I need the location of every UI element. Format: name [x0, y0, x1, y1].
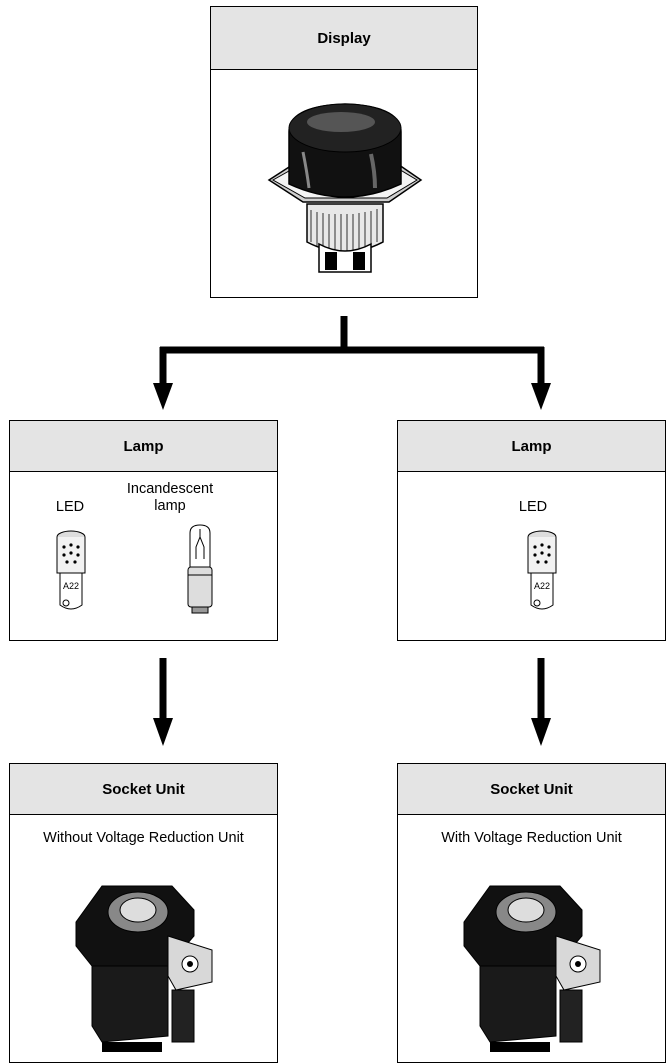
socket-box-left: Socket Unit Without Voltage Reduction Un…	[9, 763, 278, 1063]
arrowhead-right-top	[531, 383, 551, 410]
socket-unit-illustration-left	[75, 885, 213, 1052]
lamp-box-left: Lamp LED Incandescent lamp A22	[9, 420, 278, 641]
socket-left-caption: Without Voltage Reduction Unit	[43, 830, 244, 846]
socket-unit-illustration-right	[463, 885, 601, 1052]
incandescent-label-line1: Incandescent	[126, 481, 214, 497]
led-marking-right: A22	[534, 581, 550, 591]
incandescent-label-line2: lamp	[154, 498, 186, 514]
led-label-left: LED	[55, 499, 85, 515]
lamp-box-right: Lamp LED A22	[397, 420, 666, 641]
incandescent-lamp-illustration	[187, 524, 213, 614]
arrowhead-left-bottom	[153, 718, 173, 746]
led-lamp-illustration-right: A22	[527, 530, 557, 610]
led-marking-left: A22	[63, 581, 79, 591]
socket-right-title: Socket Unit	[398, 764, 665, 815]
lamp-left-title: Lamp	[10, 421, 277, 472]
display-box: Display	[210, 6, 478, 298]
display-title: Display	[211, 7, 477, 70]
socket-right-caption: With Voltage Reduction Unit	[441, 830, 622, 846]
socket-left-title: Socket Unit	[10, 764, 277, 815]
arrowhead-right-bottom	[531, 718, 551, 746]
arrowhead-left-top	[153, 383, 173, 410]
lamp-right-title: Lamp	[398, 421, 665, 472]
incandescent-label: Incandescent lamp	[110, 481, 230, 515]
pushbutton-illustration	[267, 103, 423, 273]
socket-box-right: Socket Unit With Voltage Reduction Unit	[397, 763, 666, 1063]
led-label-right: LED	[518, 499, 548, 515]
led-lamp-illustration-left: A22	[56, 530, 86, 610]
